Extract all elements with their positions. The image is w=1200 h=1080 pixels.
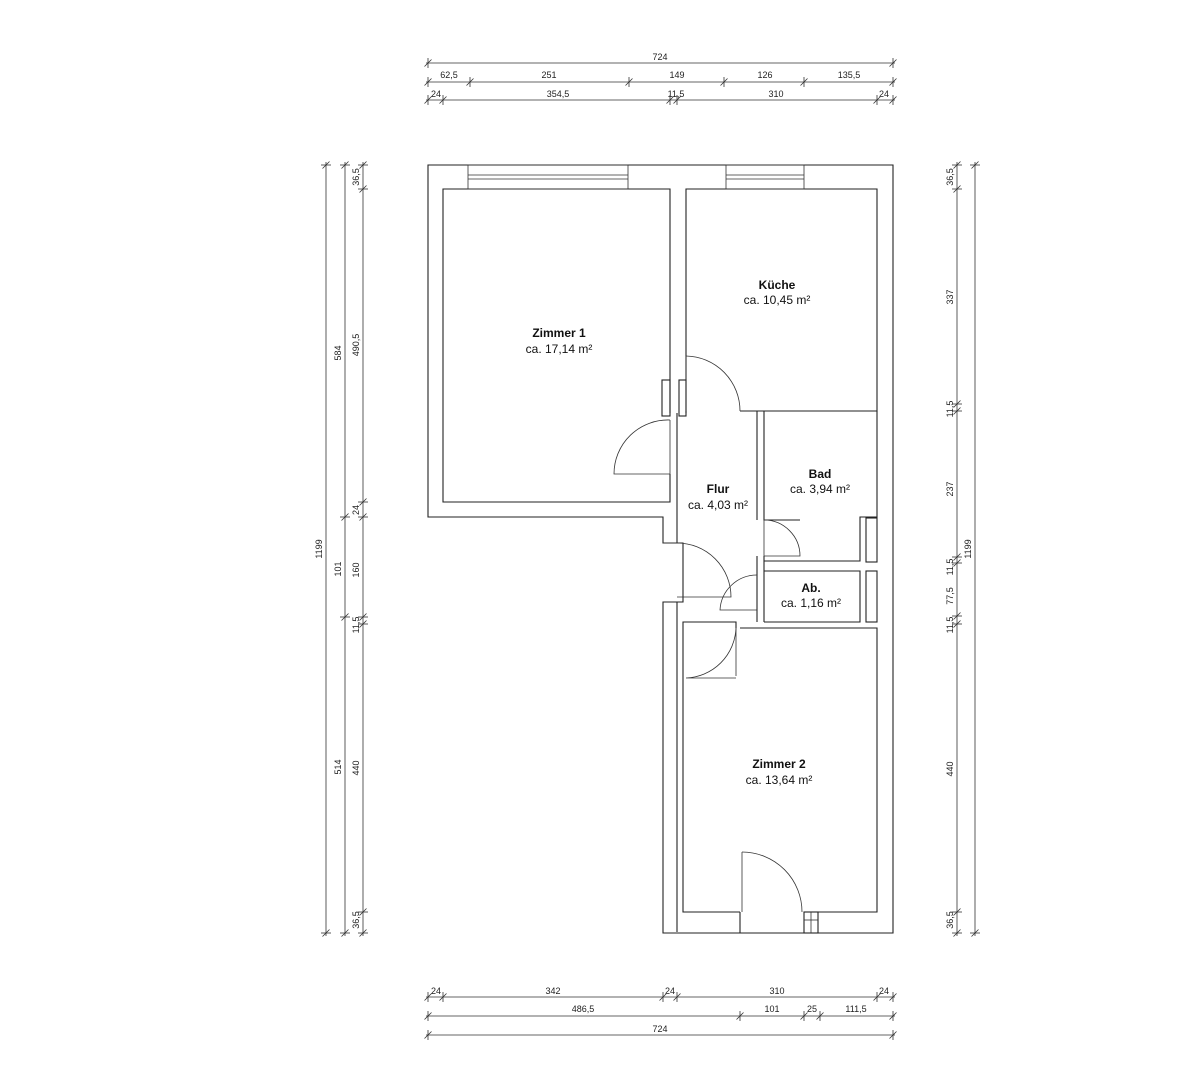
dim-label: 24 — [665, 986, 675, 996]
dim-label: 24 — [879, 986, 889, 996]
dim-label: 24 — [879, 89, 889, 99]
dim-label: 36,5 — [351, 911, 361, 929]
door-ab — [719, 574, 758, 611]
dim-label: 724 — [652, 1024, 667, 1034]
door-jamb — [678, 379, 687, 417]
room-area-flur: ca. 4,03 m² — [688, 498, 748, 512]
dim-label: 77,5 — [945, 587, 955, 605]
dim-label: 514 — [333, 759, 343, 774]
door-kueche — [685, 355, 741, 412]
dim-label: 1199 — [963, 539, 973, 558]
dim-right-total: 1199 — [963, 162, 976, 936]
dim-bottom-row-2: 486,5 101 25 111,5 — [426, 1004, 895, 1017]
dim-label: 24 — [351, 505, 361, 515]
dim-top-row-1: 62,5 251 149 126 135,5 — [426, 70, 895, 83]
room-area-bad: ca. 3,94 m² — [790, 482, 850, 496]
bad-lower-wall — [764, 411, 878, 562]
dimension-ticks — [321, 58, 980, 1040]
dim-label: 101 — [764, 1004, 779, 1014]
room-area-zimmer-1: ca. 17,14 m² — [526, 342, 593, 356]
outer-wall — [427, 164, 894, 934]
dim-label: 62,5 — [440, 70, 458, 80]
room-name-kueche: Küche — [759, 278, 796, 292]
dim-label: 126 — [757, 70, 772, 80]
dim-label: 237 — [945, 481, 955, 496]
room-name-zimmer-2: Zimmer 2 — [752, 757, 806, 771]
kueche-inner-wall — [685, 188, 878, 413]
dim-label: 11,5 — [945, 617, 955, 634]
dim-top-total: 724 — [426, 52, 895, 64]
dim-label: 584 — [333, 345, 343, 360]
door-entry — [741, 851, 803, 913]
dim-label: 149 — [669, 70, 684, 80]
dim-right-row-1: 36,5 337 11,5 237 11,5 77,5 11,5 440 36,… — [945, 162, 958, 936]
room-name-ab: Ab. — [801, 581, 820, 595]
door-jamb — [661, 379, 671, 417]
room-name-flur: Flur — [707, 482, 730, 496]
window-zimmer-1 — [467, 164, 629, 190]
room-area-kueche: ca. 10,45 m² — [744, 293, 811, 307]
dim-label: 24 — [431, 89, 441, 99]
dim-label: 310 — [769, 986, 784, 996]
dim-label: 24 — [431, 986, 441, 996]
shaft — [865, 517, 878, 563]
dim-label: 337 — [945, 289, 955, 304]
door-bad — [763, 519, 801, 557]
dim-label: 724 — [652, 52, 667, 62]
walls — [427, 164, 894, 934]
dim-left-row-1: 584 101 514 — [333, 162, 346, 936]
dim-bottom-row-1: 24 342 24 310 24 — [426, 986, 895, 998]
dim-label: 486,5 — [572, 1004, 595, 1014]
dim-label: 135,5 — [838, 70, 861, 80]
dim-top-row-2: 24 354,5 11,5 310 24 — [426, 89, 895, 101]
zimmer-1-inner-wall — [442, 188, 671, 503]
room-labels: Zimmer 1 ca. 17,14 m² Küche ca. 10,45 m²… — [526, 278, 850, 787]
dim-left-row-2: 36,5 490,5 24 160 11,5 440 36,5 — [351, 162, 364, 936]
dim-label: 342 — [545, 986, 560, 996]
dim-label: 251 — [541, 70, 556, 80]
dim-label: 36,5 — [351, 168, 361, 186]
dim-label: 11,5 — [668, 89, 685, 99]
dim-left-total: 1199 — [314, 162, 327, 936]
window-kueche — [725, 164, 805, 190]
dim-label: 36,5 — [945, 911, 955, 929]
windows — [467, 164, 805, 190]
dim-label: 111,5 — [845, 1004, 866, 1014]
dim-label: 11,5 — [351, 617, 361, 634]
dim-label: 440 — [945, 761, 955, 776]
dim-label: 354,5 — [547, 89, 570, 99]
dim-bottom-total: 724 — [426, 1024, 895, 1036]
dim-label: 11,5 — [945, 401, 955, 418]
dim-label: 310 — [768, 89, 783, 99]
room-area-zimmer-2: ca. 13,64 m² — [746, 773, 813, 787]
door-zimmer-1 — [613, 419, 671, 475]
door-zimmer-2 — [685, 627, 737, 679]
room-area-ab: ca. 1,16 m² — [781, 596, 841, 610]
dim-label: 440 — [351, 760, 361, 775]
room-name-bad: Bad — [809, 467, 832, 481]
door-flur — [663, 542, 732, 598]
dim-label: 36,5 — [945, 168, 955, 186]
doors — [613, 355, 803, 913]
dim-label: 160 — [351, 562, 361, 577]
dim-label: 25 — [807, 1004, 817, 1014]
shaft — [865, 570, 878, 623]
zimmer-2-inner-wall-left — [682, 621, 740, 913]
bad-inner-wall — [763, 411, 800, 521]
dim-label: 101 — [333, 561, 343, 576]
zimmer-2-inner-wall — [740, 627, 878, 913]
room-name-zimmer-1: Zimmer 1 — [532, 326, 586, 340]
dim-label: 490,5 — [351, 334, 361, 357]
dim-label: 11,5 — [945, 559, 955, 576]
ab-inner-wall — [764, 570, 861, 623]
dim-label: 1199 — [314, 539, 324, 558]
